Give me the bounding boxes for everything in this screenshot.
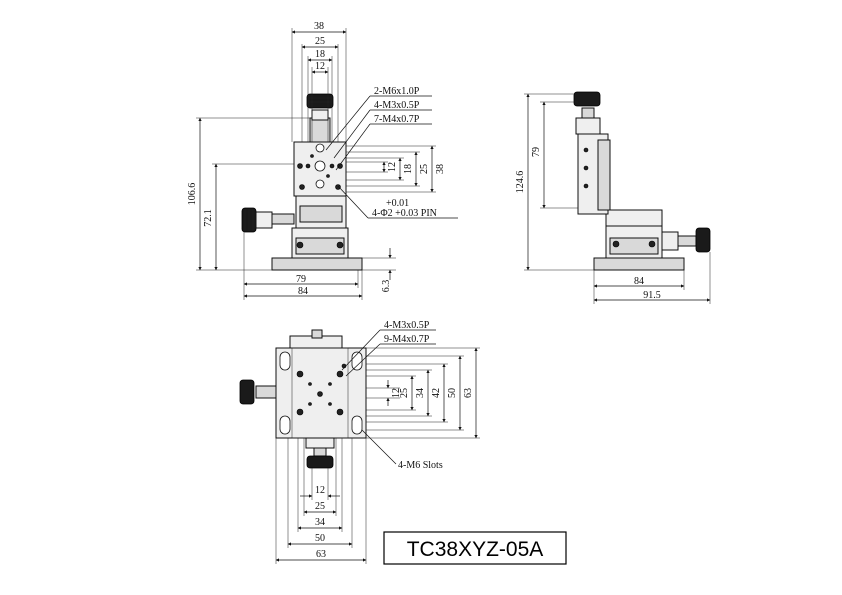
dim-side-84: 84 — [634, 276, 644, 287]
slot-label: 4-M6 Slots — [398, 460, 443, 471]
dim-bottom-34: 34 — [315, 517, 325, 528]
dim-side-124-6: 124.6 — [515, 171, 526, 194]
knob-shaft — [271, 213, 295, 225]
knob-icon — [306, 455, 334, 469]
screw-hole-icon — [310, 154, 314, 158]
dim-top-right-25: 25 — [399, 388, 410, 398]
callout-m3: 4-M3x0.5P — [374, 100, 420, 111]
dim-side-79: 79 — [531, 147, 542, 157]
dim-top-25: 25 — [315, 36, 325, 47]
dim-bottom-63: 63 — [316, 549, 326, 560]
screw-hole-icon — [305, 163, 311, 169]
screw-hole-icon — [317, 391, 323, 397]
dim-bottom-79: 79 — [296, 274, 306, 285]
screw-hole-icon — [336, 370, 344, 378]
callout-m6: 2-M6x1.0P — [374, 86, 420, 97]
dim-left-106-6: 106.6 — [187, 183, 198, 206]
dim-top-right-50: 50 — [447, 388, 458, 398]
dim-top-18: 18 — [315, 49, 325, 60]
dim-right-12: 12 — [387, 162, 398, 172]
dim-base-6-3: 6.3 — [381, 280, 392, 293]
callout-top-m4: 9-M4x0.7P — [384, 334, 430, 345]
pin-tolerance: +0.01 — [386, 198, 409, 209]
side-knob-shaft-right — [677, 235, 697, 247]
slot-icon — [351, 415, 363, 435]
screw-hole-icon — [315, 143, 325, 153]
dim-bottom-84: 84 — [298, 286, 308, 297]
knob-icon — [695, 227, 711, 253]
screw-hole-icon — [328, 402, 332, 406]
dim-right-18: 18 — [403, 164, 414, 174]
slot-icon — [279, 351, 291, 371]
dim-right-38: 38 — [435, 164, 446, 174]
dim-bottom-50: 50 — [315, 533, 325, 544]
x-stage-body — [299, 205, 343, 223]
dim-top-right-34: 34 — [415, 388, 426, 398]
side-knob-collar — [575, 117, 601, 135]
screw-hole-icon — [336, 408, 344, 416]
dim-right-25: 25 — [419, 164, 430, 174]
screw-hole-icon — [329, 163, 335, 169]
screw-hole-icon — [299, 184, 305, 190]
slot-icon — [279, 415, 291, 435]
side-lower-body — [609, 237, 659, 255]
side-knob-collar-right — [661, 231, 679, 251]
pin-label: 4-Φ2 +0.03 PIN — [372, 208, 437, 219]
screw-hole-icon — [297, 163, 303, 169]
dim-bottom-25: 25 — [315, 501, 325, 512]
screw-hole-icon — [335, 184, 341, 190]
side-bracket — [605, 209, 663, 227]
screw-hole-icon — [315, 179, 325, 189]
screw-hole-icon — [326, 174, 330, 178]
knob-collar — [255, 211, 273, 229]
model-label: TC38XYZ-05A — [407, 538, 544, 561]
dim-left-72-1: 72.1 — [203, 209, 214, 227]
model-label-box: TC38XYZ-05A — [383, 531, 567, 565]
callout-m4: 7-M4x0.7P — [374, 114, 420, 125]
screw-hole-icon — [296, 370, 304, 378]
top-view-bottom-collar — [305, 437, 335, 449]
screw-hole-icon — [583, 165, 589, 171]
dim-side-91-5: 91.5 — [643, 290, 661, 301]
screw-hole-icon — [308, 382, 312, 386]
callout-top-m3: 4-M3x0.5P — [384, 320, 430, 331]
screw-hole-icon — [296, 408, 304, 416]
screw-hole-icon — [583, 183, 589, 189]
side-knob-shaft — [581, 107, 595, 119]
front-view: 38 25 18 12 2-M6x1.0P 4-M3x0.5P 7-M4x0.7… — [187, 21, 458, 300]
z-knob-shaft — [309, 117, 331, 143]
top-view: 4-M3x0.5P 9-M4x0.7P 4-M6 Slots 12 25 34 … — [239, 320, 480, 564]
screw-hole-icon — [337, 163, 343, 169]
top-view-stub-nub — [311, 329, 323, 339]
dim-top-38: 38 — [314, 21, 324, 32]
z-knob-collar — [311, 109, 329, 121]
dim-top-12: 12 — [315, 61, 325, 72]
screw-hole-icon — [648, 240, 656, 248]
side-base-plate — [593, 257, 685, 271]
knob-icon — [239, 379, 255, 405]
side-view: 124.6 79 84 91.5 — [515, 91, 711, 304]
screw-hole-icon — [296, 241, 304, 249]
dim-bottom-12: 12 — [315, 485, 325, 496]
screw-hole-icon — [308, 402, 312, 406]
screw-hole-icon — [336, 241, 344, 249]
screw-hole-icon — [328, 382, 332, 386]
side-column-rail — [597, 139, 611, 211]
knob-icon — [306, 93, 334, 109]
top-view-bottom-shaft — [313, 447, 327, 457]
base-plate — [271, 257, 363, 271]
screw-hole-icon — [612, 240, 620, 248]
knob-icon — [573, 91, 601, 107]
screw-hole-icon — [583, 147, 589, 153]
dim-top-right-12: 12 — [391, 388, 402, 398]
dim-top-right-63: 63 — [463, 388, 474, 398]
top-view-knob-shaft — [255, 385, 277, 399]
screw-hole-icon — [314, 160, 326, 172]
dim-top-right-42: 42 — [431, 388, 442, 398]
y-stage-body — [295, 237, 345, 255]
